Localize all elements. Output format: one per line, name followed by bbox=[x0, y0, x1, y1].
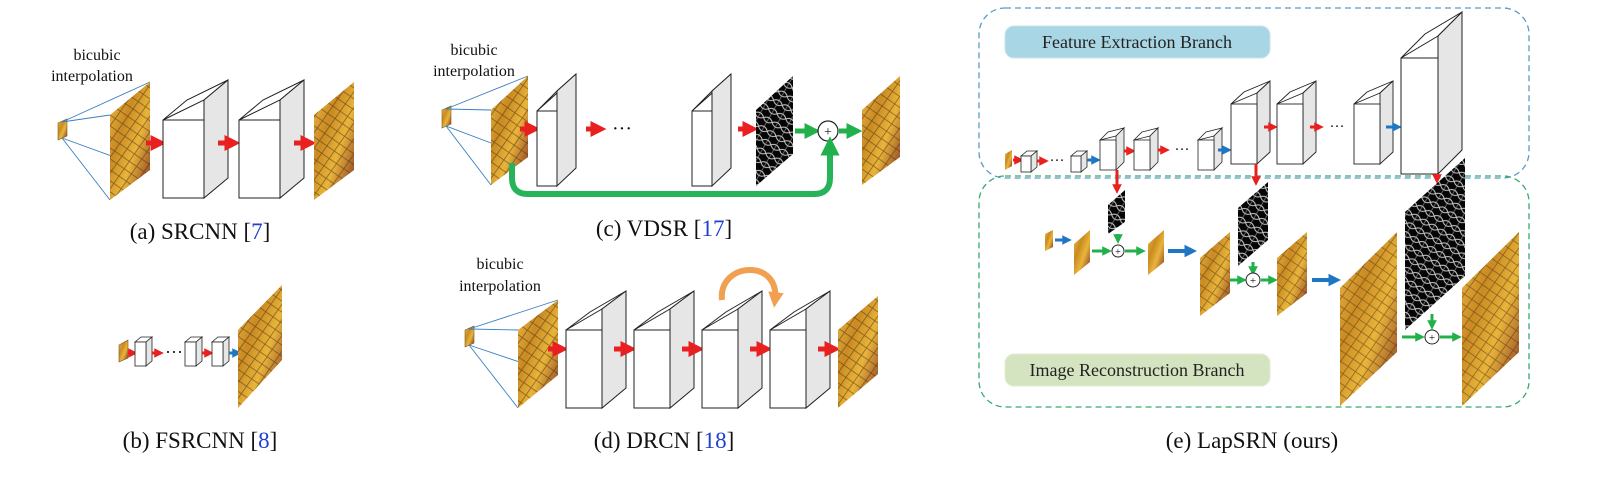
global-skip-connection bbox=[509, 136, 840, 197]
conv-layer bbox=[1019, 150, 1039, 173]
upsampled-image bbox=[1200, 232, 1230, 316]
bicubic-label-line2: interpolation bbox=[51, 68, 133, 85]
add-operator: + bbox=[817, 120, 839, 142]
caption-c: (c) VDSR [17] bbox=[596, 216, 732, 241]
lr-input-thumbnail bbox=[57, 118, 68, 141]
level3-output-image bbox=[1462, 232, 1519, 406]
hr-output-image bbox=[862, 76, 900, 185]
conv-layer bbox=[536, 72, 577, 188]
svg-text:+: + bbox=[1429, 332, 1435, 344]
conv-layer bbox=[769, 290, 831, 410]
conv-layer bbox=[162, 78, 229, 200]
svg-text:+: + bbox=[1250, 275, 1256, 287]
lr-input-thumbnail bbox=[1005, 150, 1012, 170]
upsampled-image bbox=[1074, 230, 1090, 275]
level1-output-image bbox=[1148, 230, 1164, 275]
residual-edge-map bbox=[756, 76, 793, 186]
upsampled-input-image bbox=[518, 300, 558, 408]
residual-edge-map bbox=[1405, 158, 1465, 330]
panel-a-srcnn: bicubic interpolation (a) SRCNN [7] bbox=[51, 47, 354, 244]
conv-layer bbox=[183, 336, 204, 367]
conv-layer bbox=[1276, 79, 1317, 166]
conv-layer bbox=[1400, 10, 1463, 176]
ellipsis: ··· bbox=[1330, 119, 1345, 135]
panel-d-drcn: bicubic interpolation bbox=[459, 256, 878, 453]
panel-e-lapsrn: Feature Extraction Branch Image Reconstr… bbox=[978, 7, 1530, 453]
add-operator: + bbox=[1111, 244, 1125, 258]
residual-edge-map bbox=[1238, 182, 1268, 266]
caption-e: (e) LapSRN (ours) bbox=[1166, 428, 1338, 453]
panel-b-fsrcnn: ··· (b) FSRCNN [8] bbox=[118, 285, 282, 453]
hr-output-image bbox=[314, 82, 354, 200]
caption-b: (b) FSRCNN [8] bbox=[123, 428, 278, 453]
bicubic-label-line2: interpolation bbox=[433, 63, 515, 80]
bicubic-label-line1: bicubic bbox=[450, 42, 497, 59]
conv-layer bbox=[133, 336, 154, 367]
ellipsis: ··· bbox=[1175, 142, 1190, 158]
conv-layer bbox=[210, 336, 231, 367]
add-operator: + bbox=[1424, 329, 1440, 345]
conv-layer bbox=[1196, 127, 1224, 171]
recon-branch-label: Image Reconstruction Branch bbox=[1004, 353, 1271, 387]
panel-c-vdsr: bicubic interpolation ··· + (c) bbox=[433, 42, 900, 241]
lr-input-thumbnail bbox=[1045, 230, 1053, 251]
feature-branch-label: Feature Extraction Branch bbox=[1004, 25, 1271, 59]
lr-input-thumbnail bbox=[441, 105, 452, 129]
upsampled-image bbox=[1340, 232, 1397, 406]
add-operator: + bbox=[1245, 272, 1261, 288]
upsampled-input-image bbox=[491, 76, 528, 185]
hr-output-image bbox=[838, 296, 878, 408]
lr-input-thumbnail bbox=[118, 339, 129, 363]
conv-layer bbox=[1132, 127, 1160, 171]
caption-a: (a) SRCNN [7] bbox=[130, 219, 271, 244]
svg-text:Feature Extraction Branch: Feature Extraction Branch bbox=[1042, 32, 1232, 52]
conv-layer bbox=[1069, 150, 1089, 173]
bicubic-label-line2: interpolation bbox=[459, 278, 541, 295]
conv-layer bbox=[1098, 127, 1126, 171]
svg-text:+: + bbox=[1115, 247, 1121, 258]
lr-input-thumbnail bbox=[464, 325, 475, 348]
ellipsis: ··· bbox=[1050, 153, 1065, 169]
caption-d: (d) DRCN [18] bbox=[594, 428, 735, 453]
conv-layer bbox=[1230, 79, 1271, 166]
upsampled-input-image bbox=[110, 82, 150, 200]
ellipsis: ··· bbox=[165, 342, 183, 362]
svg-text:Image Reconstruction Branch: Image Reconstruction Branch bbox=[1030, 360, 1245, 380]
conv-layer bbox=[633, 290, 695, 410]
conv-layer bbox=[691, 72, 732, 188]
bicubic-label-line1: bicubic bbox=[476, 256, 523, 273]
ellipsis: ··· bbox=[612, 118, 632, 140]
hr-output-image bbox=[238, 285, 282, 408]
conv-layer bbox=[238, 78, 305, 200]
bicubic-label-line1: bicubic bbox=[73, 47, 120, 64]
conv-layer bbox=[1353, 79, 1394, 166]
recurrence-arrow bbox=[718, 267, 784, 308]
svg-text:+: + bbox=[824, 125, 832, 140]
level2-output-image bbox=[1277, 232, 1307, 316]
feature-extraction-frame bbox=[978, 7, 1530, 179]
residual-edge-map bbox=[1108, 190, 1125, 234]
